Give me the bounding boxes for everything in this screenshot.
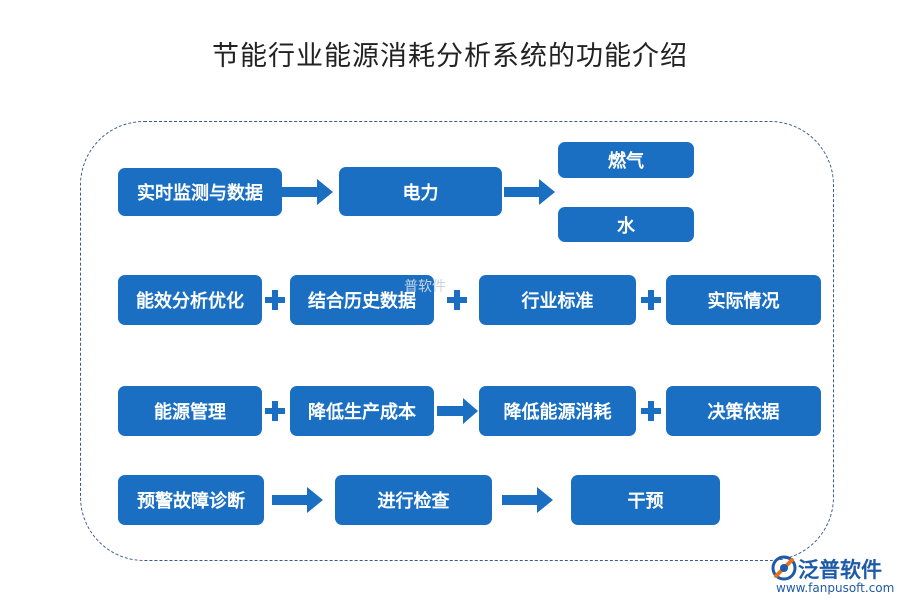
box-efficiency-analysis: 能效分析优化 (118, 275, 262, 325)
box-water: 水 (558, 207, 694, 242)
right-arrow-icon (504, 179, 555, 205)
box-warning-diagnosis: 预警故障诊断 (118, 475, 264, 525)
plus-icon (265, 401, 285, 421)
fanpu-logo-icon (771, 555, 797, 581)
right-arrow-icon (272, 487, 323, 513)
box-realtime-monitoring: 实时监测与数据 (118, 168, 282, 216)
right-arrow-icon (282, 179, 333, 205)
page-title: 节能行业能源消耗分析系统的功能介绍 (212, 41, 688, 72)
plus-icon (265, 290, 285, 310)
box-actual-situation: 实际情况 (666, 275, 821, 325)
right-arrow-icon (437, 398, 478, 424)
plus-icon (641, 401, 661, 421)
box-gas: 燃气 (558, 142, 694, 178)
brand-logo: 泛普软件 www.fanpusoft.com (764, 552, 894, 596)
box-electric-power: 电力 (339, 167, 502, 216)
dashed-frame (80, 121, 834, 561)
box-industry-standard: 行业标准 (479, 275, 636, 325)
box-decision-basis: 决策依据 (666, 386, 821, 436)
right-arrow-icon (502, 487, 553, 513)
watermark: 普软件 (404, 279, 446, 295)
plus-icon (447, 290, 467, 310)
logo-url: www.fanpusoft.com (776, 581, 895, 595)
logo-name: 泛普软件 (798, 558, 882, 582)
box-intervention: 干预 (571, 475, 720, 525)
box-historical-data: 结合历史数据 (290, 275, 434, 325)
box-inspection: 进行检查 (335, 475, 492, 525)
box-reduce-production-cost: 降低生产成本 (290, 386, 434, 436)
plus-icon (641, 290, 661, 310)
box-energy-management: 能源管理 (118, 386, 262, 436)
box-reduce-energy-consumption: 降低能源消耗 (479, 386, 636, 436)
